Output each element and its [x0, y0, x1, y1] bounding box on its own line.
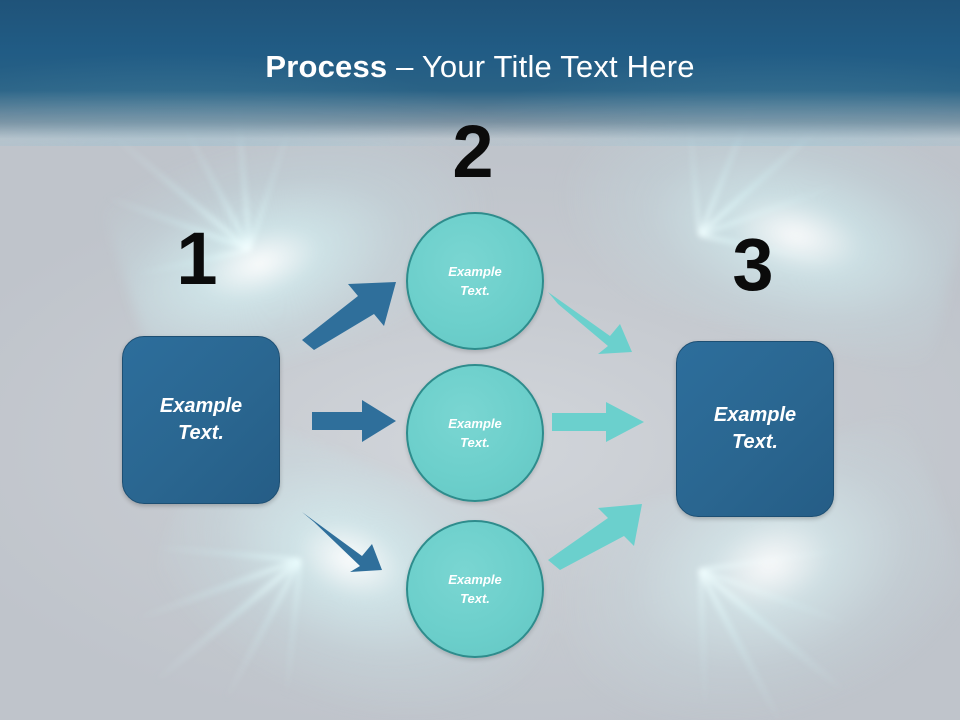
- process-circle-bottom-label: Example Text.: [448, 572, 502, 606]
- page-title: Process – Your Title Text Here: [0, 48, 960, 86]
- process-circle-top-label: Example Text.: [448, 264, 502, 298]
- step-number-3: 3: [732, 223, 774, 306]
- step-number-2: 2: [452, 110, 494, 193]
- header-band: [0, 0, 960, 146]
- process-box-left-label: Example Text.: [159, 395, 243, 444]
- process-circle-top[interactable]: Example Text.: [406, 212, 544, 350]
- page-title-strong: Process: [265, 49, 388, 84]
- process-circle-middle-label: Example Text.: [448, 416, 502, 450]
- process-box-right-label: Example Text.: [713, 404, 797, 453]
- page-title-rest: – Your Title Text Here: [387, 49, 695, 84]
- process-box-left[interactable]: Example Text.: [122, 336, 280, 504]
- process-circle-bottom[interactable]: Example Text.: [406, 520, 544, 658]
- step-number-1: 1: [176, 217, 218, 300]
- process-circle-middle[interactable]: Example Text.: [406, 364, 544, 502]
- process-box-right[interactable]: Example Text.: [676, 341, 834, 517]
